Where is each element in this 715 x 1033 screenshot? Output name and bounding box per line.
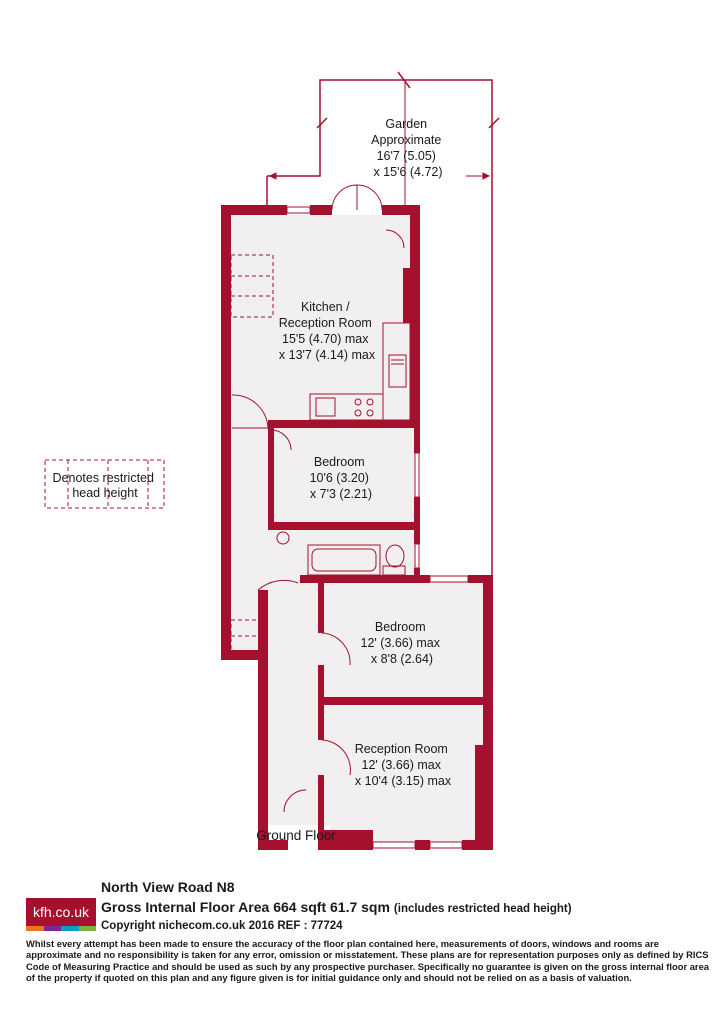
copyright: Copyright nichecom.co.uk 2016 REF : 7772… [101,920,343,932]
garden-dimension-arrows [268,80,491,205]
kitchen-label: Kitchen / Reception Room 15'5 (4.70) max… [279,300,376,362]
logo-color-1 [26,926,44,931]
disclaimer: Whilst every attempt has been made to en… [26,938,710,983]
floor-area: Gross Internal Floor Area 664 sqft 61.7 … [101,899,572,915]
bathroom-fixtures [276,531,406,576]
floor-area-value: Gross Internal Floor Area 664 sqft 61.7 … [101,899,390,915]
floor-label: Ground Floor [256,828,336,843]
door-swings [231,184,405,813]
restricted-head-height-areas [230,254,274,653]
floor-plan: Garden Approximate 16'7 (5.05) x 15'6 (4… [44,71,500,850]
logo-text: kfh.co.uk [32,904,90,920]
logo-color-4 [78,926,96,931]
logo-color-bar [26,926,96,931]
legend-text: Denotes restricted head height [53,471,158,500]
walls [221,205,493,850]
legend: Denotes restricted head height [44,459,165,509]
company-logo: kfh.co.uk [26,898,96,926]
logo-color-3 [61,926,79,931]
bedroom1-label: Bedroom 10'6 (3.20) x 7'3 (2.21) [310,455,373,501]
garden-outline [266,71,500,578]
floor-area-note: (includes restricted head height) [393,903,572,915]
logo-color-2 [43,926,61,931]
kitchen-fixtures [309,322,411,421]
reception-label: Reception Room 12' (3.66) max x 10'4 (3.… [355,742,452,788]
legend-swatch [44,459,165,509]
windows [286,206,469,849]
garden-label: Garden Approximate 16'7 (5.05) x 15'6 (4… [371,117,445,179]
property-address: North View Road N8 [101,879,235,895]
bedroom2-label: Bedroom 12' (3.66) max x 8'8 (2.64) [361,620,444,666]
